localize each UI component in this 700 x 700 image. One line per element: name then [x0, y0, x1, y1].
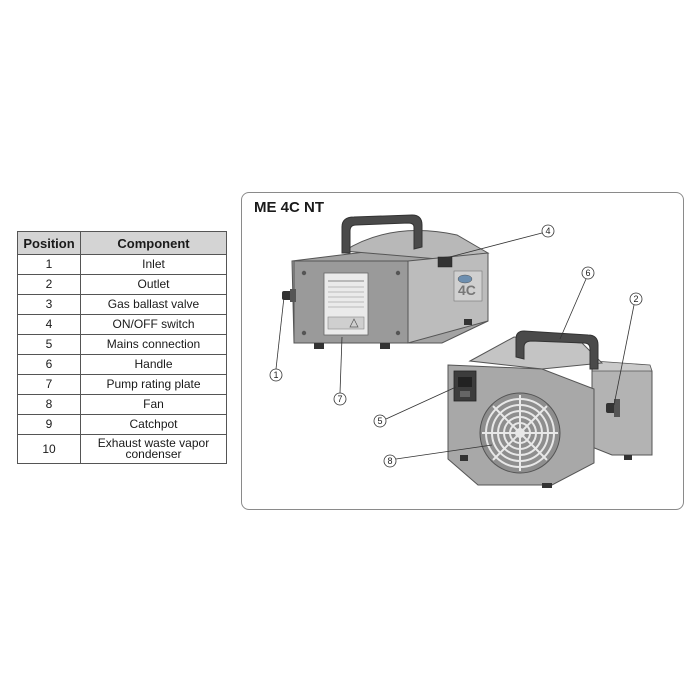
callout-1: 1: [269, 368, 283, 382]
component-cell: Catchpot: [80, 414, 227, 435]
component-cell: Fan: [80, 394, 227, 415]
panel-title: ME 4C NT: [254, 199, 325, 216]
position-cell: 2: [17, 274, 81, 295]
component-cell: Outlet: [80, 274, 227, 295]
logo-icon: [457, 274, 473, 284]
callout-8: 8: [383, 454, 397, 468]
svg-text:6: 6: [585, 268, 590, 278]
header-position: Position: [17, 231, 81, 255]
svg-text:7: 7: [337, 394, 342, 404]
position-cell: 10: [17, 434, 81, 464]
svg-text:4: 4: [545, 226, 550, 236]
position-cell: 6: [17, 354, 81, 375]
mains-connection-icon: [453, 370, 477, 402]
pump-front-view: 4C: [282, 214, 490, 349]
svg-text:2: 2: [633, 294, 638, 304]
callout-6: 6: [581, 266, 595, 280]
position-cell: 3: [17, 294, 81, 315]
pump-diagram-panel: ME 4C NT: [241, 192, 684, 510]
outlet-fitting-icon: [606, 399, 620, 417]
pump-handle: [341, 214, 423, 254]
component-cell: Inlet: [80, 254, 227, 275]
pump-rear-view: [447, 330, 653, 488]
fan-grill-icon: [479, 392, 561, 474]
position-cell: 9: [17, 414, 81, 435]
position-cell: 5: [17, 334, 81, 355]
position-cell: 4: [17, 314, 81, 335]
callout-leaders: [275, 232, 635, 460]
component-cell: Handle: [80, 354, 227, 375]
callout-2: 2: [629, 292, 643, 306]
component-cell: ON/OFF switch: [80, 314, 227, 335]
svg-text:5: 5: [377, 416, 382, 426]
position-cell: 7: [17, 374, 81, 395]
component-cell: Mains connection: [80, 334, 227, 355]
svg-text:1: 1: [273, 370, 278, 380]
position-cell: 8: [17, 394, 81, 415]
pump-rating-plate: [323, 272, 369, 336]
component-cell: Pump rating plate: [80, 374, 227, 395]
header-component: Component: [80, 231, 227, 255]
svg-text:8: 8: [387, 456, 392, 466]
pump-illustration: 4C: [269, 214, 653, 488]
pump-badge: 4C: [458, 282, 476, 298]
component-cell: Gas ballast valve: [80, 294, 227, 315]
table-header-row: Position Component: [17, 231, 227, 255]
inlet-fitting-icon: [282, 289, 296, 302]
position-cell: 1: [17, 254, 81, 275]
callout-7: 7: [333, 392, 347, 406]
power-switch-icon: [437, 256, 453, 268]
callout-5: 5: [373, 414, 387, 428]
component-cell: Exhaust waste vapor condenser: [80, 434, 227, 464]
callout-4: 4: [541, 224, 555, 238]
pump-handle-rear: [515, 330, 599, 370]
